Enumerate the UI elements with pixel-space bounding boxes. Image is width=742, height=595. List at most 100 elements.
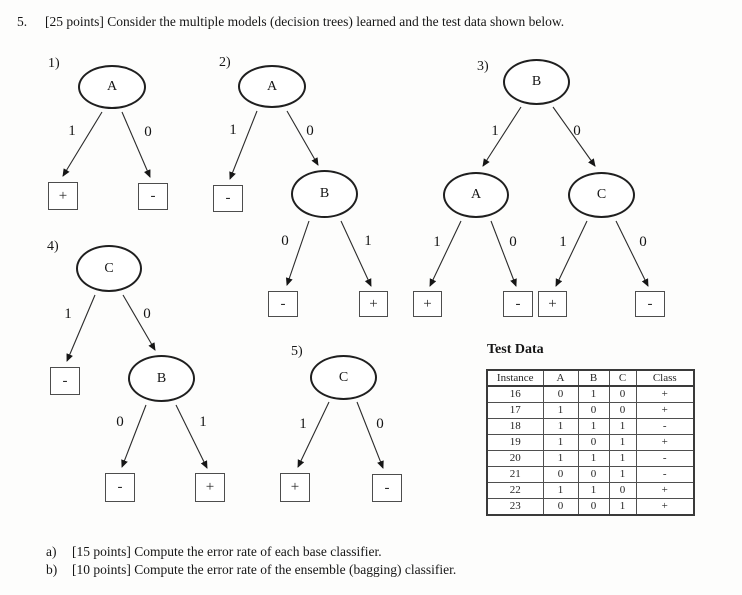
t5-right-edge-arrow xyxy=(356,401,384,469)
tree4-b-right-leaf: + xyxy=(195,473,225,502)
table-cell: 1 xyxy=(542,402,579,419)
table-cell: 0 xyxy=(577,498,610,516)
tree2-right-edge-label: 0 xyxy=(306,123,314,139)
table-cell: 21 xyxy=(486,466,544,483)
table-cell: 1 xyxy=(577,418,610,435)
tree2-node-B: B xyxy=(291,170,358,218)
table-cell: - xyxy=(635,418,695,435)
table-cell: 0 xyxy=(608,482,637,499)
tree3-c-right-leaf: - xyxy=(635,291,665,317)
col-header-c: C xyxy=(608,369,637,387)
tree2-b-left-leaf: - xyxy=(268,291,298,317)
table-cell: 1 xyxy=(542,450,579,467)
table-cell: 20 xyxy=(486,450,544,467)
tree3-c-right-edge-label: 0 xyxy=(639,234,647,250)
tree1-root-node-A: A xyxy=(78,65,146,109)
tree3-c-left-edge-label: 1 xyxy=(559,234,567,250)
tree5-left-edge-label: 1 xyxy=(299,416,307,432)
tree3-left-edge-label: 1 xyxy=(491,123,499,139)
tree2-left-leaf: - xyxy=(213,185,243,212)
tree1-right-leaf: - xyxy=(138,183,168,210)
table-cell: 19 xyxy=(486,434,544,451)
tree2-label: 2) xyxy=(219,55,231,70)
table-cell: 0 xyxy=(577,402,610,419)
col-header-instance: Instance xyxy=(486,369,544,387)
question-a-label: a) xyxy=(46,544,57,559)
questions: a) [15 points] Compute the error rate of… xyxy=(46,543,456,579)
table-cell: 1 xyxy=(542,434,579,451)
tree4-label: 4) xyxy=(47,239,59,254)
table-cell: + xyxy=(635,498,695,516)
t3-c-right-edge-arrow xyxy=(615,220,649,287)
tree3-root-node-B: B xyxy=(503,59,570,105)
t3-a-right-edge-arrow xyxy=(490,220,517,287)
tree3-label: 3) xyxy=(477,59,489,74)
problem-title: [25 points] Consider the multiple models… xyxy=(45,14,565,29)
tree4-root-node-C: C xyxy=(76,245,142,292)
tree1-label: 1) xyxy=(48,56,60,71)
table-cell: + xyxy=(635,385,695,403)
tree3-right-edge-label: 0 xyxy=(573,123,581,139)
tree4-node-B: B xyxy=(128,355,195,402)
table-cell: 0 xyxy=(577,434,610,451)
t3-a-left-edge-arrow xyxy=(429,220,462,287)
table-cell: + xyxy=(635,434,695,451)
tree3-node-C: C xyxy=(568,172,635,218)
t2-b-right-edge-arrow xyxy=(340,220,372,287)
table-cell: 1 xyxy=(577,385,610,403)
tree3-a-left-edge-label: 1 xyxy=(433,234,441,250)
table-cell: 1 xyxy=(608,498,637,516)
t2-b-left-edge-arrow xyxy=(285,220,310,286)
tree1-left-leaf: + xyxy=(48,182,78,210)
table-cell: 1 xyxy=(577,450,610,467)
col-header-b: B xyxy=(577,369,610,387)
table-cell: 1 xyxy=(542,418,579,435)
test-data-heading: Test Data xyxy=(487,342,544,357)
table-cell: 17 xyxy=(486,402,544,419)
question-b-label: b) xyxy=(46,562,58,577)
table-cell: 23 xyxy=(486,498,544,516)
tree3-a-left-leaf: + xyxy=(413,291,442,317)
tree4-b-left-leaf: - xyxy=(105,473,135,502)
table-cell: - xyxy=(635,450,695,467)
tree2-b-right-edge-label: 1 xyxy=(364,233,372,249)
table-header-row: Instance A B C Class xyxy=(486,369,695,387)
question-b-text: [10 points] Compute the error rate of th… xyxy=(72,562,457,577)
tree4-b-left-edge-label: 0 xyxy=(116,414,124,430)
tree3-a-right-edge-label: 0 xyxy=(509,234,517,250)
problem-number: 5. xyxy=(17,14,28,29)
table-cell: 1 xyxy=(608,450,637,467)
table-cell: 0 xyxy=(542,498,579,516)
table-cell: 1 xyxy=(608,418,637,435)
tree4-right-edge-label: 0 xyxy=(143,306,151,322)
table-cell: 16 xyxy=(486,385,544,403)
problem-statement: 5. [25 points] Consider the multiple mod… xyxy=(17,13,732,30)
table-cell: - xyxy=(635,466,695,483)
table-cell: 1 xyxy=(542,482,579,499)
t1-right-edge-arrow xyxy=(121,111,151,178)
tree5-root-node-C: C xyxy=(310,355,377,400)
tree5-left-leaf: + xyxy=(280,473,310,502)
question-a: a) [15 points] Compute the error rate of… xyxy=(46,543,456,561)
t1-left-edge-arrow xyxy=(62,111,103,177)
table-cell: 0 xyxy=(608,385,637,403)
t4-left-edge-arrow xyxy=(66,294,96,362)
tree5-label: 5) xyxy=(291,344,303,359)
table-cell: + xyxy=(635,482,695,499)
t5-left-edge-arrow xyxy=(297,401,330,468)
tree2-root-node-A: A xyxy=(238,65,306,108)
col-header-a: A xyxy=(542,369,579,387)
tree2-left-edge-label: 1 xyxy=(229,122,237,138)
table-cell: 0 xyxy=(577,466,610,483)
table-cell: 22 xyxy=(486,482,544,499)
